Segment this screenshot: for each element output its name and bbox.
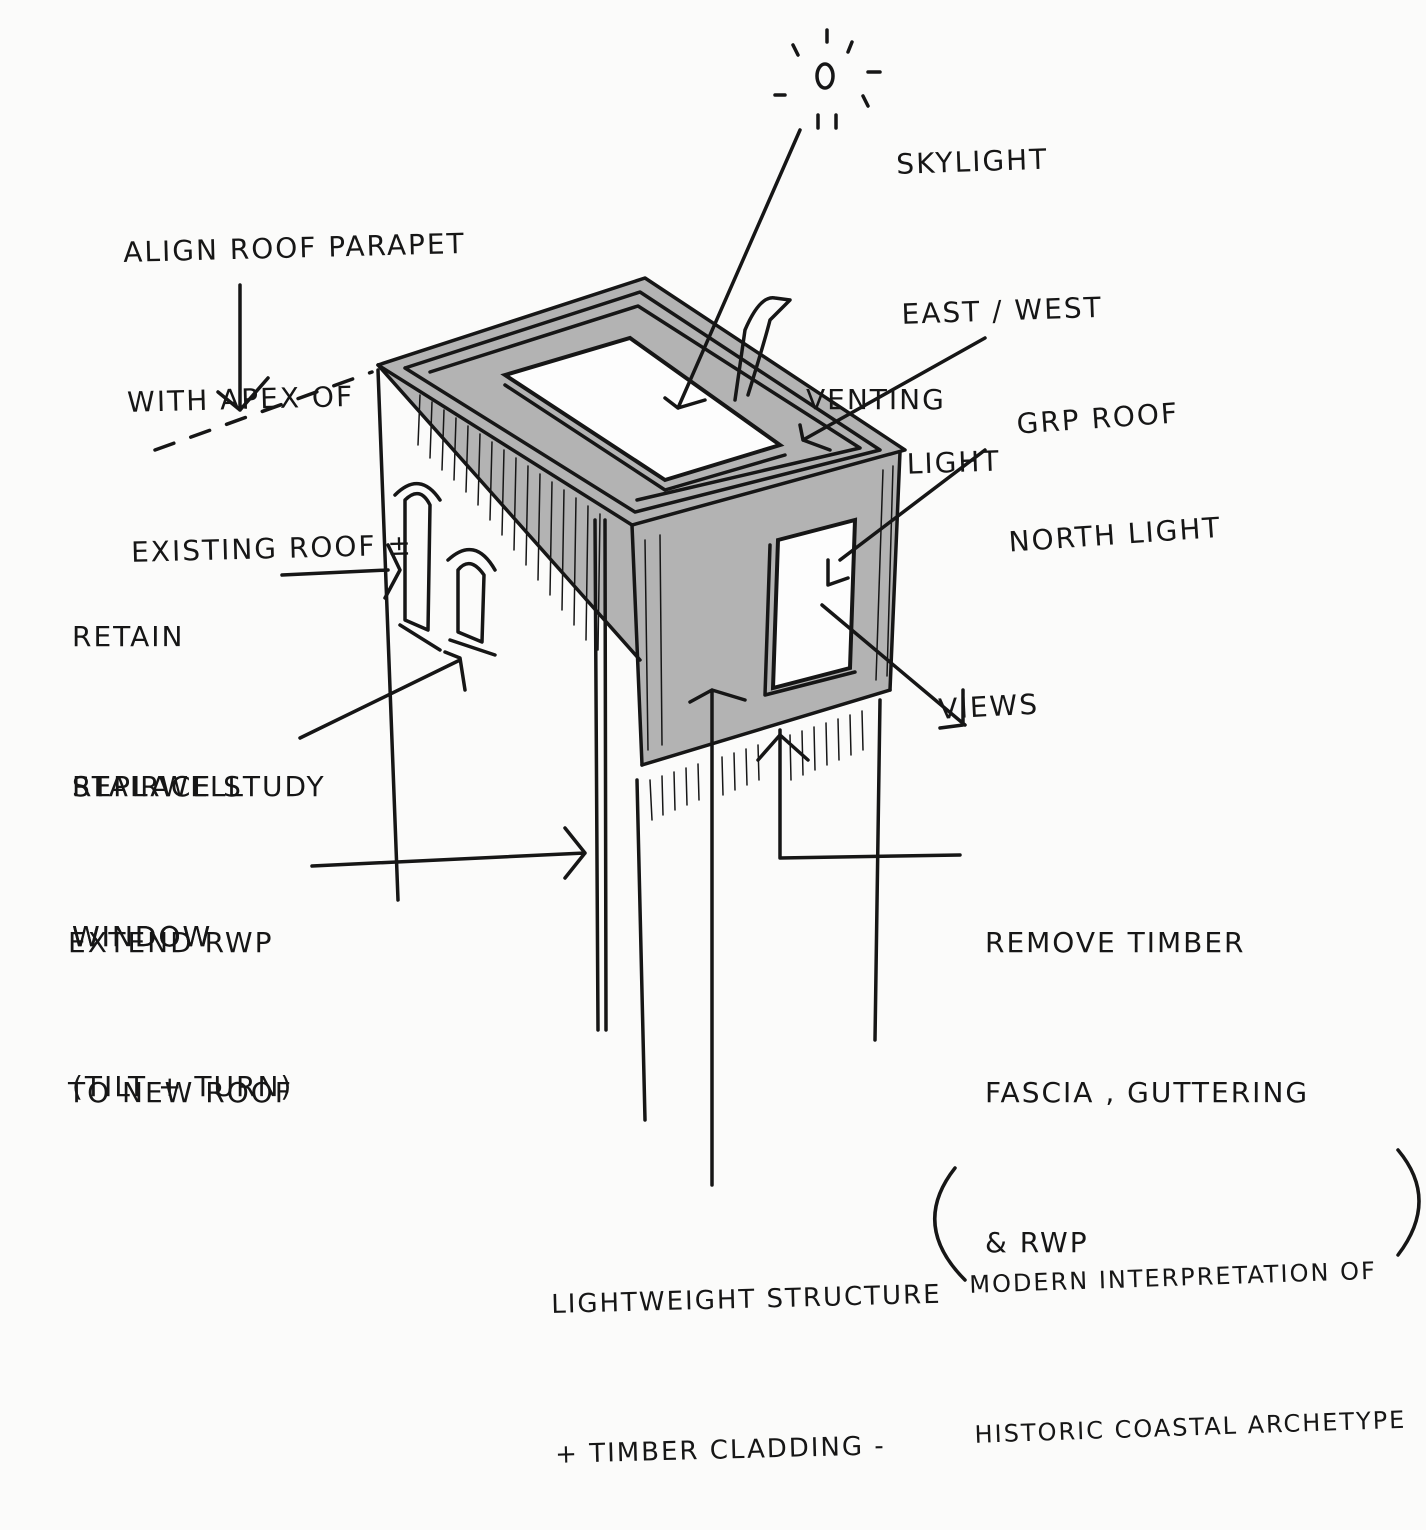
- north-window-glass: [770, 517, 858, 691]
- alignment-dashed-line: [153, 370, 374, 452]
- note-line: FASCIA , GUTTERING: [985, 1076, 1310, 1109]
- note-line: NORTH LIGHT: [1007, 510, 1223, 559]
- stairwell-window: [393, 482, 442, 632]
- note-line: VENTING: [806, 383, 946, 416]
- note-line: WITH APEX OF: [126, 379, 355, 419]
- parapet-inner-2: [428, 304, 862, 502]
- front-corner: [630, 523, 644, 767]
- note-line: (TILT + TURN): [72, 1070, 294, 1103]
- bracket-right: [1396, 1148, 1421, 1257]
- skylight-glass: [500, 335, 785, 483]
- note-north-light: NORTH LIGHT: [1000, 403, 1227, 617]
- note-interpretation: MODERN INTERPRETATION OF HISTORIC COASTA…: [965, 1145, 1409, 1510]
- note-line: + TIMBER CLADDING -: [554, 1431, 887, 1470]
- study-window: [446, 547, 497, 644]
- wall-line-5: [873, 698, 882, 1042]
- note-remove-timber: REMOVE TIMBER FASCIA , GUTTERING & RWP: [985, 818, 1309, 1318]
- note-retain-window: RETAIN STAIRWELL WINDOW: [72, 512, 245, 1012]
- axonometric-sketch: [153, 28, 1421, 1282]
- window-reveal: [763, 543, 857, 697]
- note-extend-rwp: EXTEND RWP TO NEW ROOF: [68, 818, 293, 1168]
- note-line: REMOVE TIMBER: [985, 926, 1246, 959]
- note-structure: LIGHTWEIGHT STRUCTURE + TIMBER CLADDING …: [548, 1170, 947, 1530]
- hatching: [417, 394, 894, 821]
- sun-rays: [773, 28, 882, 130]
- retain-window-leader: [280, 543, 402, 600]
- align-roof-arrow: [216, 283, 270, 412]
- bottom-edge: [640, 688, 892, 767]
- wall-line-3: [603, 518, 608, 1032]
- skylight-upstand: [503, 383, 787, 492]
- note-views: VIEWS: [932, 580, 1043, 785]
- replace-window-leader: [298, 650, 467, 740]
- note-line: EXTEND RWP: [68, 926, 274, 959]
- note-line: TO NEW ROOF: [68, 1076, 293, 1109]
- note-line: RETAIN: [72, 620, 185, 653]
- note-line: ALIGN ROOF PARAPET: [122, 226, 467, 269]
- venting-arrow: [733, 296, 792, 402]
- wall-line-2: [593, 518, 600, 1032]
- right-corner: [888, 450, 902, 692]
- note-line: MODERN INTERPRETATION OF: [968, 1256, 1378, 1299]
- note-line: SKYLIGHT: [895, 142, 1049, 181]
- note-line: VIEWS: [937, 687, 1040, 726]
- note-line: WINDOW: [72, 920, 213, 953]
- note-line: REPLACE STUDY: [72, 770, 326, 803]
- note-venting: VENTING: [806, 275, 946, 475]
- grp-roof-leader: [798, 336, 987, 452]
- extend-rwp-leader: [310, 826, 587, 880]
- window-sills: [398, 623, 497, 657]
- sun-icon: [815, 62, 835, 90]
- note-line: HISTORIC COASTAL ARCHETYPE: [974, 1405, 1407, 1449]
- note-line: & RWP: [985, 1226, 1089, 1259]
- bracket-left: [933, 1166, 967, 1282]
- note-line: STAIRWELL: [72, 770, 246, 803]
- note-line: WINDOW: [72, 920, 213, 953]
- parapet-inner: [403, 290, 882, 514]
- note-line: LIGHTWEIGHT STRUCTURE: [550, 1279, 942, 1320]
- wall-line-1: [376, 368, 400, 902]
- views-arrow: [820, 603, 967, 730]
- structure-leader: [688, 688, 747, 1187]
- note-replace-window: REPLACE STUDY WINDOW (TILT + TURN): [72, 662, 326, 1162]
- skylight-leader: [663, 128, 802, 410]
- north-light-leader: [826, 448, 987, 587]
- roof-outline: [376, 276, 907, 527]
- wall-line-4: [635, 778, 647, 1122]
- remove-timber-arrow: [756, 733, 810, 762]
- remove-timber-leader: [778, 728, 962, 860]
